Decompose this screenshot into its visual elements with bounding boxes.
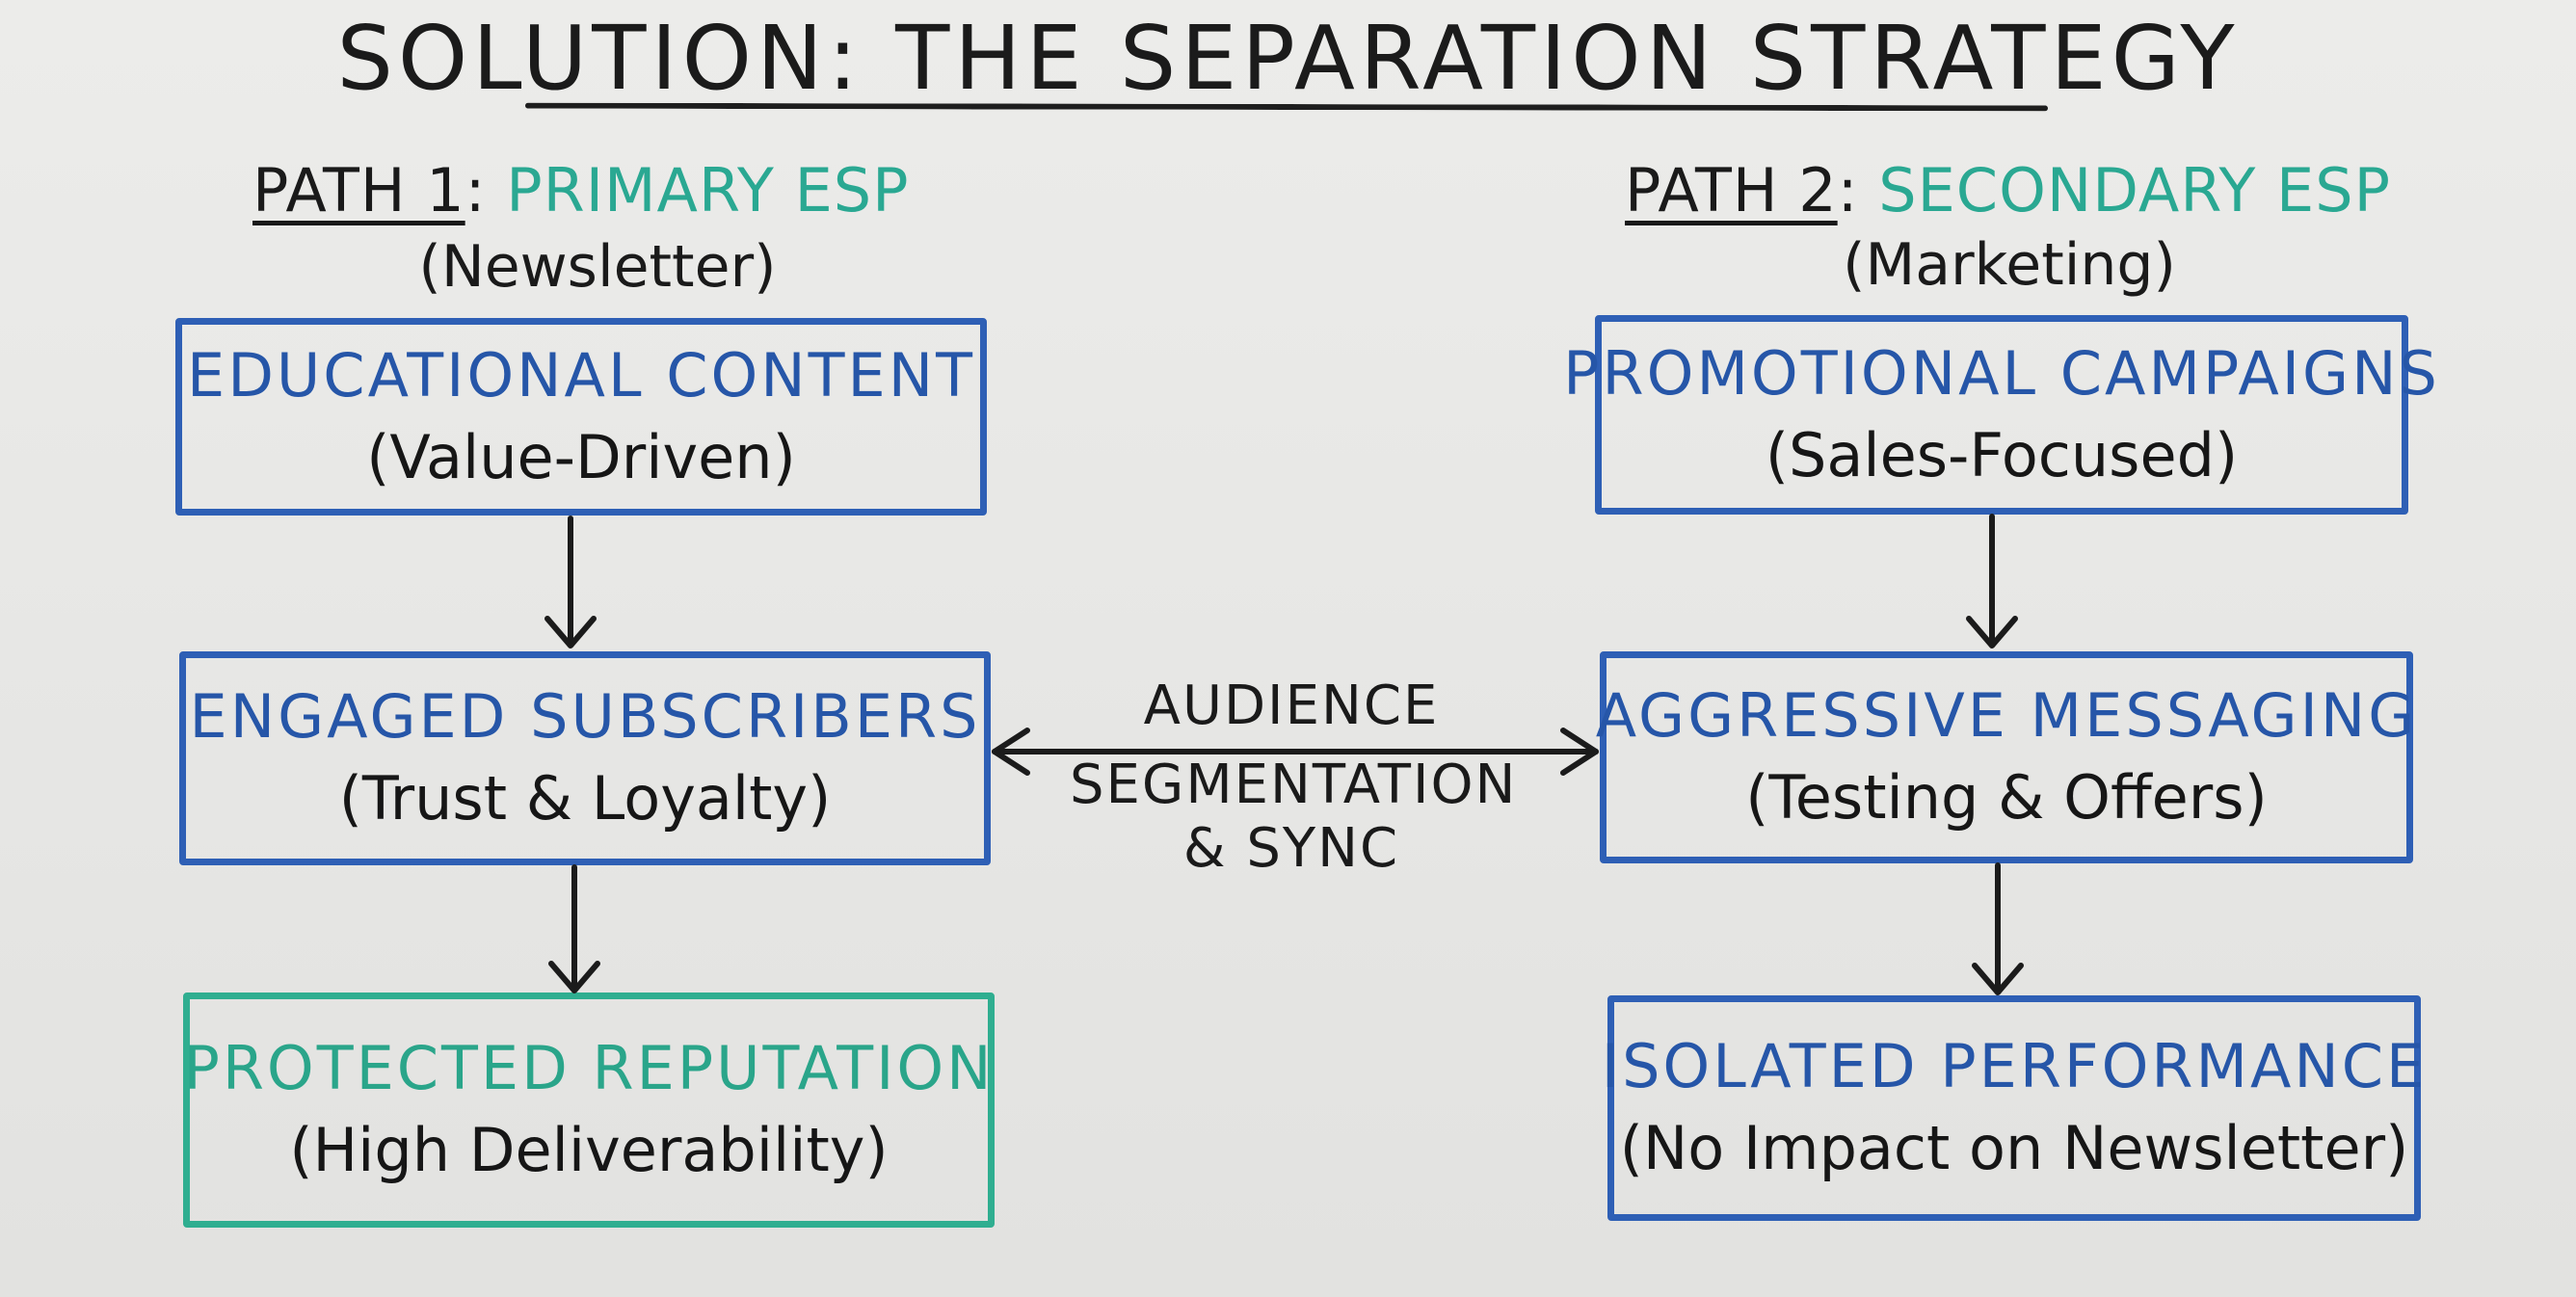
educational-content-box: EDUCATIONAL CONTENT (Value-Driven) — [175, 318, 987, 516]
path-2-label: PATH 2 — [1625, 155, 1838, 225]
isolated-performance-box: ISOLATED PERFORMANCE (No Impact on Newsl… — [1602, 995, 2424, 1221]
connector-label: AUDIENCE SEGMENTATION & SYNC — [1070, 675, 1518, 881]
arrow-down-icon — [1966, 514, 2018, 648]
page-title: SOLUTION: THE SEPARATION STRATEGY — [336, 7, 2240, 110]
path-2-separator: : — [1837, 155, 1859, 225]
box-subtitle: (Trust & Loyalty) — [338, 763, 832, 834]
promotional-campaigns-box: PROMOTIONAL CAMPAIGNS (Sales-Focused) — [1563, 315, 2437, 515]
path-1-subtitle: (Newsletter) — [418, 233, 777, 301]
path-2-subtitle: (Marketing) — [1843, 231, 2176, 299]
connector-line-2: SEGMENTATION — [1070, 754, 1518, 816]
connector-line-1: AUDIENCE — [1143, 675, 1440, 737]
path-1-esp: PRIMARY ESP — [506, 155, 910, 225]
connector-line-3: & SYNC — [1182, 817, 1400, 880]
box-subtitle: (No Impact on Newsletter) — [1619, 1113, 2409, 1183]
arrow-down-icon — [548, 864, 600, 993]
path-1-label: PATH 1 — [252, 155, 465, 225]
protected-reputation-box: PROTECTED REPUTATION (High Deliverabilit… — [183, 993, 995, 1228]
bidirectional-arrow-icon — [992, 728, 1599, 776]
box-subtitle: (Value-Driven) — [366, 421, 796, 492]
path-2-heading: PATH 2: SECONDARY ESP — [1625, 154, 2391, 227]
box-title: ISOLATED PERFORMANCE — [1601, 1031, 2428, 1101]
path-1-heading: PATH 1: PRIMARY ESP — [252, 154, 910, 227]
box-title: PROMOTIONAL CAMPAIGNS — [1563, 337, 2440, 409]
engaged-subscribers-box: ENGAGED SUBSCRIBERS (Trust & Loyalty) — [179, 651, 991, 865]
box-subtitle: (High Deliverability) — [289, 1115, 889, 1185]
box-title: PROTECTED REPUTATION — [183, 1033, 995, 1103]
path-1-separator: : — [465, 155, 487, 225]
box-title: ENGAGED SUBSCRIBERS — [189, 681, 981, 752]
arrow-down-icon — [544, 516, 597, 648]
box-title: EDUCATIONAL CONTENT — [187, 339, 975, 410]
box-title: AGGRESSIVE MESSAGING — [1595, 680, 2418, 751]
box-subtitle: (Testing & Offers) — [1745, 762, 2268, 833]
box-subtitle: (Sales-Focused) — [1765, 419, 2239, 490]
arrow-down-icon — [1972, 862, 2024, 995]
aggressive-messaging-box: AGGRESSIVE MESSAGING (Testing & Offers) — [1596, 651, 2414, 863]
path-2-esp: SECONDARY ESP — [1878, 155, 2391, 225]
